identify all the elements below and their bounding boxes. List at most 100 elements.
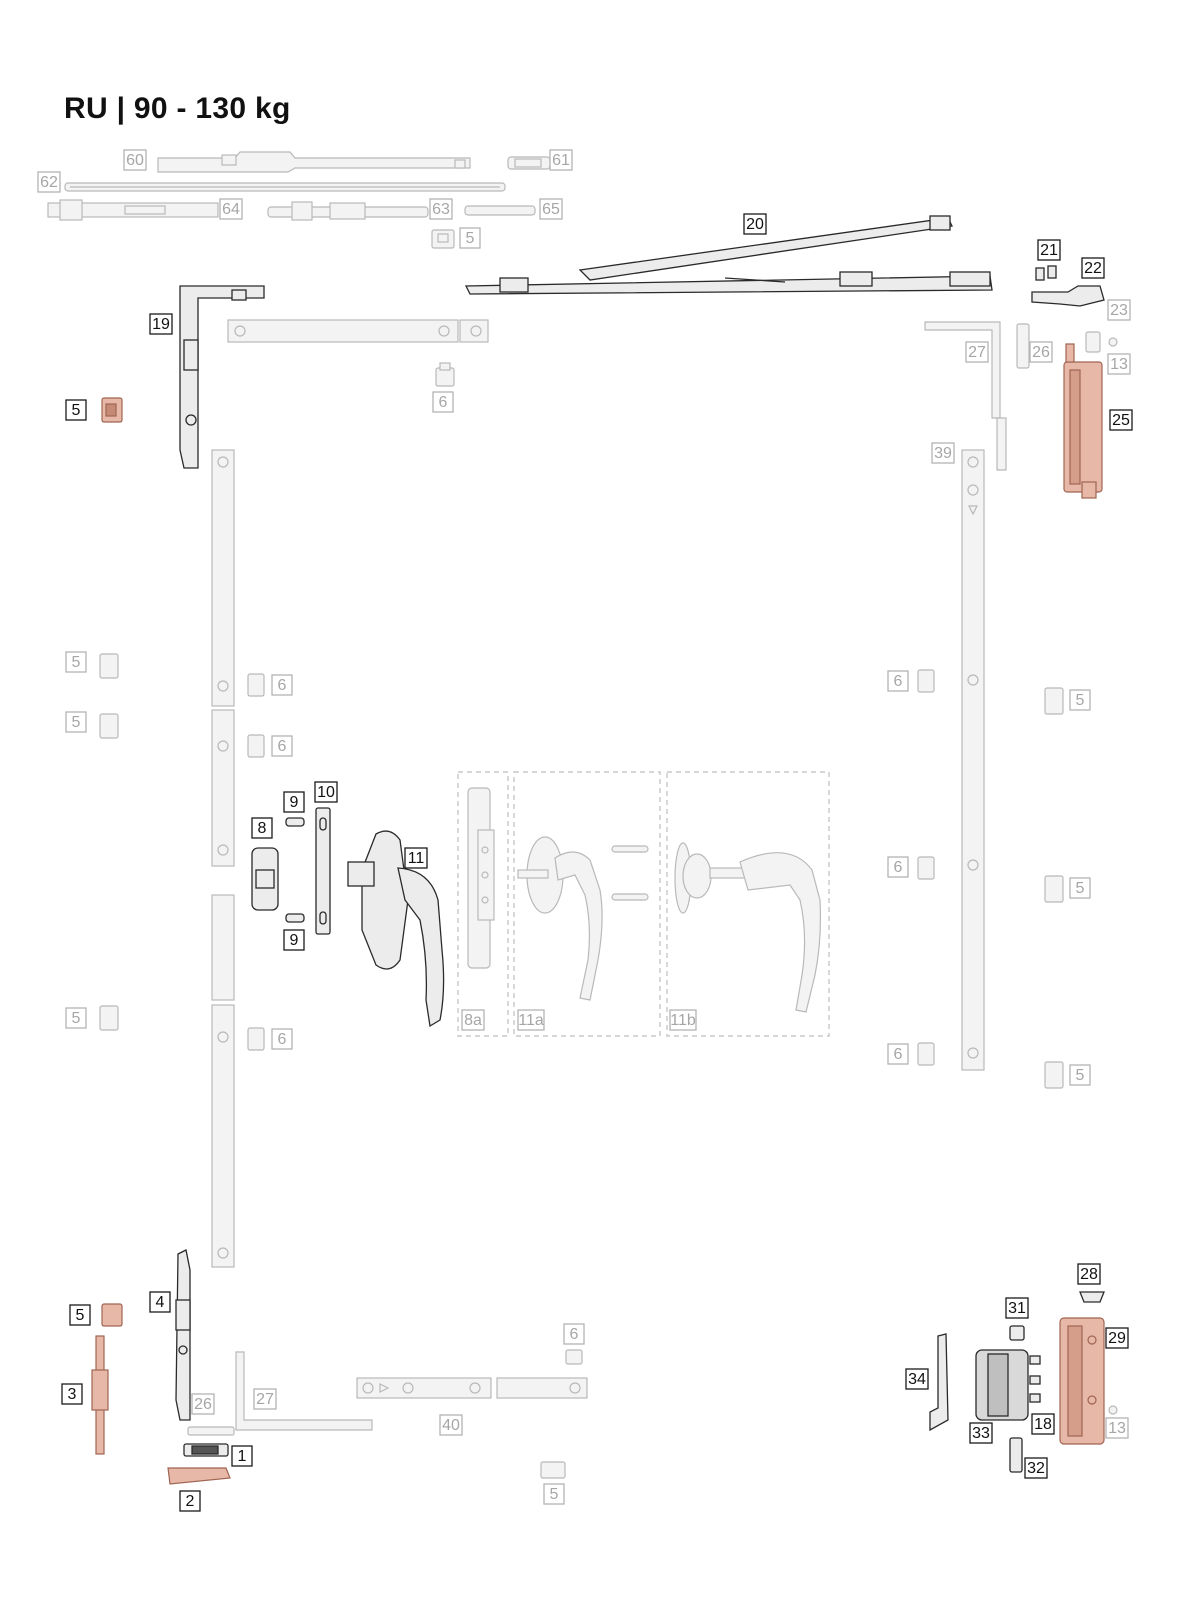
callout-box bbox=[905, 1368, 929, 1390]
part-62-bar bbox=[64, 182, 506, 192]
page-title: RU | 90 - 130 kg bbox=[64, 92, 291, 125]
callout-label-27-bot: 27 bbox=[253, 1388, 277, 1410]
callout-box bbox=[1081, 257, 1105, 279]
callout-label-28: 28 bbox=[1077, 1263, 1101, 1285]
active-parts bbox=[175, 215, 1105, 1473]
part-65 bbox=[464, 205, 536, 216]
part-27-bottom bbox=[235, 1351, 373, 1431]
callout-label-63: 63 bbox=[429, 198, 453, 220]
callout-label-61: 61 bbox=[549, 149, 573, 171]
part-6-bottom bbox=[565, 1349, 583, 1365]
callout-number: 5 bbox=[72, 654, 81, 671]
callout-label-5-b: 5 bbox=[65, 651, 87, 673]
part-2-copper bbox=[167, 1467, 231, 1485]
callout-number: 11a bbox=[518, 1012, 544, 1029]
callout-label-27-top: 27 bbox=[965, 341, 989, 363]
callout-label-64: 64 bbox=[219, 198, 243, 220]
callout-box bbox=[1109, 409, 1133, 431]
highlighted-parts bbox=[91, 343, 1105, 1485]
callout-label-20: 20 bbox=[743, 213, 767, 235]
callout-label-10: 10 bbox=[314, 781, 338, 803]
callout-label-9-top: 9 bbox=[283, 791, 305, 813]
callout-box bbox=[1069, 689, 1091, 711]
callout-box bbox=[459, 227, 481, 249]
callout-box bbox=[969, 1422, 993, 1444]
callout-label-26-bot: 26 bbox=[191, 1393, 215, 1415]
callout-number: 21 bbox=[1040, 242, 1058, 259]
callout-label-6-d: 6 bbox=[887, 670, 909, 692]
callout-label-5-h: 5 bbox=[69, 1304, 91, 1326]
callout-box bbox=[539, 198, 563, 220]
part-11-handle bbox=[347, 830, 445, 1028]
top-connecting-bar bbox=[227, 319, 489, 343]
callout-box bbox=[1077, 1263, 1101, 1285]
callout-number: 23 bbox=[1110, 302, 1128, 319]
part-5-top bbox=[431, 229, 455, 249]
callout-number: 11 bbox=[408, 850, 425, 867]
callout-box bbox=[1029, 341, 1053, 363]
part-61 bbox=[507, 156, 551, 170]
callout-number: 5 bbox=[76, 1307, 85, 1324]
callout-box bbox=[1107, 299, 1131, 321]
callout-label-21: 21 bbox=[1037, 239, 1061, 261]
callout-box bbox=[1031, 1413, 1055, 1435]
callout-box bbox=[549, 149, 573, 171]
callout-box bbox=[1105, 1417, 1129, 1439]
callout-box bbox=[283, 791, 305, 813]
clip-6-d bbox=[917, 669, 935, 693]
clip-6-g bbox=[917, 1042, 935, 1066]
callout-box bbox=[743, 213, 767, 235]
callout-label-6-c: 6 bbox=[271, 735, 293, 757]
callout-label-33: 33 bbox=[969, 1422, 993, 1444]
callout-number: 6 bbox=[894, 1046, 903, 1063]
callout-number: 5 bbox=[466, 230, 475, 247]
part-8a bbox=[467, 787, 495, 969]
part-4 bbox=[175, 1249, 191, 1421]
part-8 bbox=[251, 847, 279, 911]
callout-label-4: 4 bbox=[149, 1291, 171, 1313]
clip-5-e bbox=[99, 1005, 119, 1031]
callout-number: 26 bbox=[1032, 344, 1050, 361]
callout-box bbox=[563, 1323, 585, 1345]
callout-number: 22 bbox=[1084, 260, 1102, 277]
callout-number: 40 bbox=[442, 1417, 460, 1434]
callout-number: 20 bbox=[746, 216, 764, 233]
callout-number: 8 bbox=[258, 820, 267, 837]
clip-6-b bbox=[247, 734, 265, 758]
part-13-bottom bbox=[1108, 1405, 1118, 1415]
callout-number: 29 bbox=[1108, 1330, 1126, 1347]
callout-box bbox=[429, 198, 453, 220]
callout-number: 27 bbox=[968, 344, 986, 361]
callout-label-3: 3 bbox=[61, 1383, 83, 1405]
callout-label-29: 29 bbox=[1105, 1327, 1129, 1349]
callout-number: 6 bbox=[894, 673, 903, 690]
part-11b-handle bbox=[674, 842, 822, 1013]
callout-box bbox=[271, 735, 293, 757]
callout-number: 18 bbox=[1034, 1416, 1052, 1433]
callout-number: 5 bbox=[72, 402, 81, 419]
callout-label-6-g: 6 bbox=[887, 1043, 909, 1065]
callout-label-5-g: 5 bbox=[1069, 1064, 1091, 1086]
part-64 bbox=[47, 199, 219, 221]
callout-box bbox=[432, 391, 454, 413]
callout-number: 2 bbox=[186, 1493, 195, 1510]
clip-5-d bbox=[1044, 687, 1064, 715]
callout-label-22: 22 bbox=[1081, 257, 1105, 279]
part-28 bbox=[1079, 1291, 1105, 1303]
callout-number: 60 bbox=[126, 152, 144, 169]
callout-box bbox=[69, 1304, 91, 1326]
callout-number: 63 bbox=[432, 201, 450, 218]
callout-box bbox=[271, 1028, 293, 1050]
part-19-corner bbox=[179, 285, 265, 469]
callout-number: 25 bbox=[1112, 412, 1130, 429]
callout-label-13-bot: 13 bbox=[1105, 1417, 1129, 1439]
callout-label-5-f: 5 bbox=[65, 1007, 87, 1029]
callout-number: 34 bbox=[908, 1371, 926, 1388]
part-33 bbox=[975, 1349, 1029, 1421]
callout-label-2: 2 bbox=[179, 1490, 201, 1512]
callout-number: 28 bbox=[1080, 1266, 1098, 1283]
callout-label-34: 34 bbox=[905, 1368, 929, 1390]
callout-label-32: 32 bbox=[1024, 1457, 1048, 1479]
clip-5-g bbox=[1044, 1061, 1064, 1089]
part-34 bbox=[929, 1333, 949, 1432]
